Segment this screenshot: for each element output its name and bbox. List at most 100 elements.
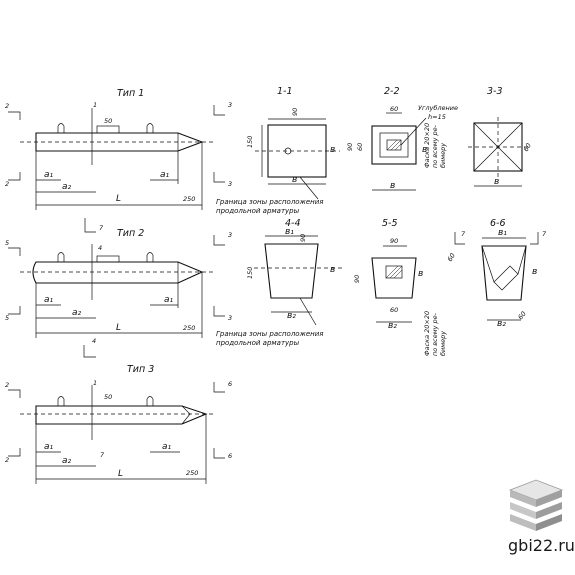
dim-b-22: в [390, 181, 395, 191]
dim-a1-right-2: a₁ [164, 295, 174, 305]
dim-60-22: 60 [390, 105, 398, 113]
section-6-6: 6-6 в₁ в₂ в 7 7 60 60 [446, 218, 547, 329]
section-5-5: 5-5 90 90 в 60 в₂ Фаска 20×20 по всему р… [353, 218, 447, 356]
boundary-note-2b: продольной арматуры [216, 339, 300, 347]
cut-1-label: 1 [93, 101, 97, 109]
dim-a1-left-2: a₁ [44, 295, 54, 305]
dim-b1-44: в₁ [285, 227, 294, 237]
section-6-6-title: 6-6 [490, 218, 506, 229]
cut-3-label-2: 3 [228, 231, 232, 239]
cut-6-label-bot: 6 [228, 452, 232, 460]
dim-60-33: 60 [522, 142, 533, 153]
cut-2-label-bot: 2 [5, 180, 9, 188]
type-2-title: Тип 2 [117, 228, 144, 239]
cut-2-label-top: 2 [5, 102, 9, 110]
dim-a1-left-1: a₁ [44, 170, 54, 180]
section-3-3-outline [473, 122, 523, 172]
cut-7-label-66a: 7 [461, 230, 466, 238]
dim-b-11: в [292, 175, 297, 185]
dim-b-66-side: в [532, 267, 537, 277]
dim-b-33: в [494, 177, 499, 187]
dim-L-1: L [116, 194, 121, 204]
dim-150-11: 150 [246, 136, 254, 148]
site-logo: gbi22.ru [508, 479, 575, 555]
dim-L-2: L [116, 323, 121, 333]
dim-a1-right-1: a₁ [160, 170, 170, 180]
dim-90-55: 90 [390, 237, 398, 245]
cut-7-label-3: 7 [100, 451, 105, 459]
site-name[interactable]: gbi22.ru [508, 536, 575, 555]
chamfer-note-2b: по всему ре- [431, 312, 439, 356]
dim-90-11: 90 [291, 108, 299, 116]
dim-50-3: 50 [104, 393, 112, 401]
section-2-2-outer [371, 125, 417, 165]
dim-b2-55: в₂ [388, 321, 397, 331]
section-3-3: 3-3 60 в [468, 86, 533, 187]
dim-b-55-side: в [418, 269, 423, 279]
dim-a2-2: a₂ [72, 308, 82, 318]
cut-5-label-bot: 5 [5, 314, 9, 322]
chamfer-note-2a: Фаска 20×20 [423, 311, 431, 356]
dim-60-22-side: 60 [356, 143, 364, 151]
dim-b-22-side: в [422, 145, 427, 155]
section-4-4: 4-4 в₁ в₂ 150 90 в Граница зоны располож… [216, 218, 342, 347]
chamfer-note-1a: Фаска 20×20 [423, 123, 431, 168]
dim-60-66: 60 [446, 252, 457, 263]
section-6-6-outline [481, 245, 527, 301]
dim-90-55-side: 90 [353, 275, 361, 283]
section-2-2: 2-2 60 90 60 в в Углубление h=15 Фаска 2… [346, 86, 458, 191]
cut-3-label-top: 3 [228, 101, 232, 109]
cut-4-label-top: 4 [98, 244, 102, 252]
cut-6-label-top: 6 [228, 380, 232, 388]
cut-4-label-bot: 4 [92, 337, 96, 345]
section-4-4-title: 4-4 [285, 218, 301, 229]
chamfer-note-1b: по всему ре- [431, 124, 439, 168]
pile-type-1: Тип 1 1 50 2 2 3 3 a₁ a₂ a₁ L 250 7 [5, 88, 232, 233]
boundary-note-1a: Граница зоны расположения [216, 198, 324, 206]
cut-7-label-66b: 7 [542, 230, 547, 238]
pile-type-2: Тип 2 4 5 5 3 3 a₁ a₂ a₁ L 250 4 [5, 228, 232, 358]
dim-60-55: 60 [390, 306, 398, 314]
chamfer-note-1c: бимеру [439, 143, 447, 168]
pile-3-body [35, 405, 208, 425]
dim-b2-44: в₂ [287, 311, 296, 321]
dim-b2-66: в₂ [497, 319, 506, 329]
dim-a2-1: a₂ [62, 182, 72, 192]
dim-90-22: 90 [346, 143, 354, 151]
deepening-label: Углубление [418, 104, 458, 112]
cut-2-label-3bot: 2 [5, 456, 9, 464]
boundary-note-1b: продольной арматуры [216, 207, 300, 215]
pile-2-body [32, 261, 204, 284]
dim-60-66b: 60 [516, 310, 527, 321]
dim-50-1: 50 [104, 117, 112, 125]
cut-2-label-3top: 2 [5, 381, 9, 389]
dim-b-44-side: в [330, 265, 335, 275]
cut-3-label-bot: 3 [228, 180, 232, 188]
dim-a2-3: a₂ [62, 456, 72, 466]
dim-150-44: 150 [246, 267, 254, 279]
dim-L-3: L [118, 469, 123, 479]
pile-type-3: Тип 3 1 50 2 2 6 6 a₁ a₂ 7 a₁ L 250 [5, 364, 232, 484]
type-1-title: Тип 1 [117, 88, 144, 99]
dim-b-11-side: в [330, 145, 335, 155]
cut-3-label-2b: 3 [228, 314, 232, 322]
section-2-2-title: 2-2 [384, 86, 400, 97]
dim-b1-66: в₁ [498, 228, 507, 238]
cut-5-label-top: 5 [5, 239, 9, 247]
section-5-5-title: 5-5 [382, 218, 398, 229]
type-3-title: Тип 3 [127, 364, 154, 375]
section-1-1-title: 1-1 [277, 86, 293, 97]
section-3-3-title: 3-3 [487, 86, 503, 97]
pile-1-body [35, 132, 204, 152]
dim-a1-left-3: a₁ [44, 442, 54, 452]
cut-1-label-3: 1 [93, 379, 97, 387]
deepening-h: h=15 [428, 113, 446, 121]
section-5-5-outer [371, 257, 417, 299]
dim-250-2: 250 [183, 324, 195, 332]
section-4-4-outline [264, 243, 319, 299]
dim-90-44: 90 [299, 234, 307, 242]
boundary-note-2a: Граница зоны расположения [216, 330, 324, 338]
dim-250-1: 250 [183, 195, 195, 203]
